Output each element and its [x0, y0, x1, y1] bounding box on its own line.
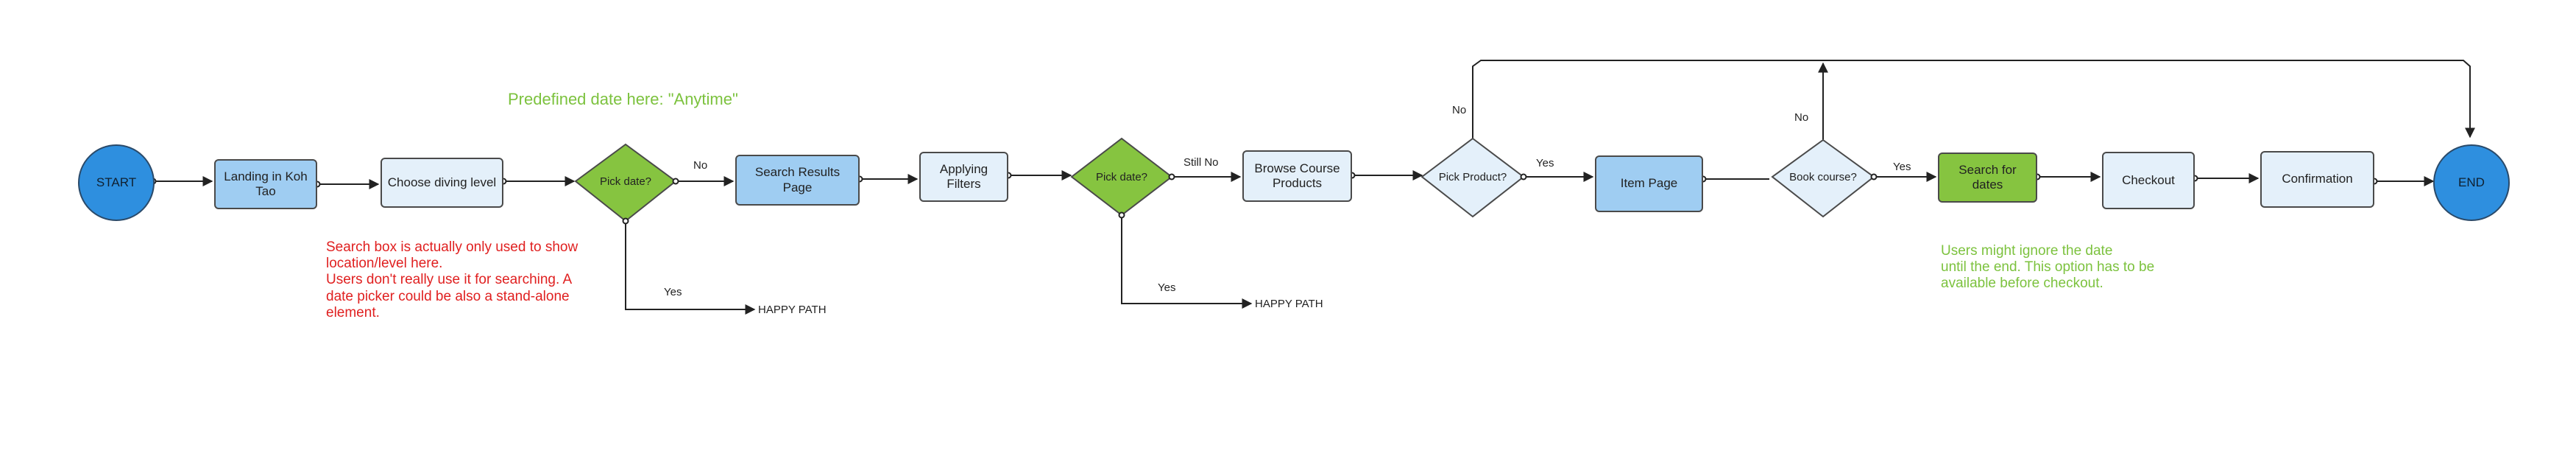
search-box-note: Search box is actually only used to show… — [326, 239, 578, 320]
pick-date-2-label: Pick date? — [1095, 170, 1148, 183]
connector-dot — [672, 178, 679, 185]
pick-product-label: Pick Product? — [1438, 170, 1507, 183]
edge-label-no: No — [1794, 111, 1809, 124]
applying-filters-box: Applying Filters — [919, 152, 1008, 202]
connector-dot — [1520, 173, 1527, 181]
connector-dot — [1118, 211, 1125, 219]
book-course-label: Book course? — [1789, 170, 1857, 183]
confirmation-box: Confirmation — [2260, 151, 2374, 208]
pick-date-1-label: Pick date? — [599, 175, 652, 188]
checkout-box: Checkout — [2102, 152, 2195, 209]
edge-label-yes: Yes — [1536, 157, 1554, 169]
ignore-date-note: Users might ignore the date until the en… — [1941, 243, 2155, 292]
item-page-box: Item Page — [1595, 155, 1703, 212]
happy-path-label: HAPPY PATH — [1255, 298, 1323, 310]
end-node: END — [2433, 144, 2510, 221]
connector-dot — [622, 217, 629, 225]
edge-label-yes: Yes — [664, 286, 682, 298]
happy-path-label: HAPPY PATH — [758, 304, 827, 316]
edge-label-no: No — [693, 159, 708, 172]
choose-level-box: Choose diving level — [381, 158, 503, 208]
predefined-date-note: Predefined date here: "Anytime" — [508, 90, 738, 108]
edge-label-still-no: Still No — [1183, 156, 1219, 169]
pick-product-diamond — [1420, 137, 1525, 218]
edge-pickproduct-end — [1472, 60, 2475, 139]
landing-box: Landing in Koh Tao — [214, 159, 317, 209]
search-results-box: Search Results Page — [735, 155, 860, 206]
edge-label-yes: Yes — [1158, 281, 1176, 294]
edge-label-yes: Yes — [1893, 161, 1911, 173]
edge-pickdate1-happy — [625, 221, 756, 315]
start-node: START — [78, 144, 155, 221]
browse-products-box: Browse Course Products — [1242, 150, 1352, 202]
search-dates-box: Search for dates — [1938, 153, 2037, 203]
edge-label-no: No — [1452, 104, 1467, 116]
connector-dot — [1870, 173, 1878, 181]
connector-dot — [1168, 173, 1175, 181]
edge-pickdate2-happy — [1121, 215, 1253, 309]
book-course-diamond — [1771, 139, 1875, 218]
